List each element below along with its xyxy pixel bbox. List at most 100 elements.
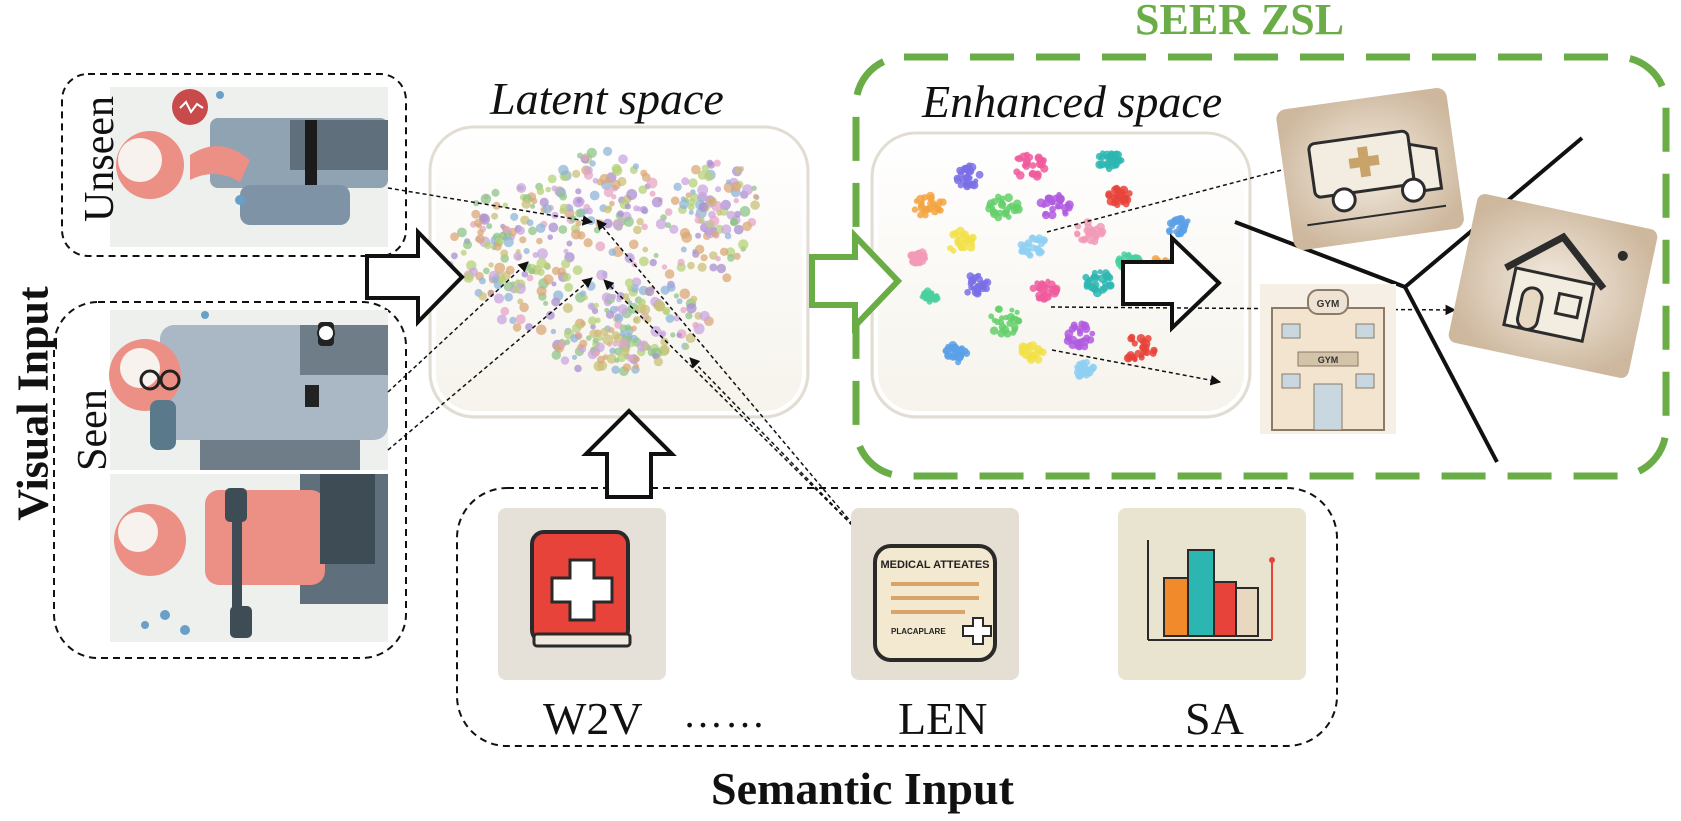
latent-point — [586, 216, 596, 226]
enhanced-point — [968, 284, 974, 291]
latent-point — [730, 217, 739, 226]
latent-point — [597, 355, 605, 364]
enhanced-point — [975, 170, 984, 179]
latent-point — [478, 292, 488, 301]
enhanced-point — [1029, 162, 1037, 169]
latent-point — [642, 246, 649, 253]
enhanced-point — [1013, 316, 1019, 321]
enhanced-point — [921, 252, 928, 259]
latent-point — [570, 334, 579, 343]
latent-point — [673, 293, 680, 299]
enhanced-point — [1035, 154, 1042, 161]
enhanced-point — [968, 180, 977, 189]
latent-point — [722, 273, 732, 283]
latent-point — [575, 209, 584, 218]
latent-point — [581, 154, 589, 162]
enhanced-point — [1042, 210, 1049, 217]
enhanced-point — [1097, 160, 1107, 169]
latent-point — [502, 202, 508, 208]
enhanced-point — [1077, 360, 1087, 370]
latent-point — [493, 243, 502, 251]
latent-point — [680, 306, 687, 314]
latent-point — [640, 206, 648, 214]
latent-point — [545, 186, 551, 193]
latent-point — [719, 247, 729, 256]
latent-point — [611, 331, 620, 340]
enhanced-point — [953, 174, 961, 182]
enhanced-point — [1003, 314, 1009, 321]
enhanced-point — [961, 347, 969, 355]
latent-point — [633, 225, 642, 235]
enhanced-point — [999, 315, 1005, 321]
enhanced-point — [1098, 230, 1106, 238]
medical-card-text: MEDICAL ATTEATES — [881, 559, 990, 571]
enhanced-point — [944, 353, 951, 359]
latent-point — [450, 232, 459, 242]
latent-point — [601, 292, 612, 303]
latent-point — [602, 218, 613, 229]
latent-point — [624, 278, 634, 288]
latent-point — [536, 187, 545, 196]
enhanced-point — [1096, 222, 1105, 232]
latent-point — [611, 365, 620, 374]
latent-point — [521, 270, 529, 278]
latent-point — [536, 237, 543, 245]
visual-input-label: Visual Input — [8, 286, 58, 521]
latent-point — [715, 186, 722, 193]
latent-point — [602, 334, 614, 346]
latent-point — [463, 272, 474, 283]
latent-point — [571, 323, 582, 333]
latent-point — [680, 246, 687, 253]
latent-point — [629, 341, 636, 347]
latent-point — [547, 174, 557, 184]
latent-point — [589, 190, 600, 201]
latent-point — [561, 259, 571, 269]
latent-point — [713, 159, 721, 167]
enhanced-point — [1029, 244, 1037, 252]
latent-point — [557, 267, 567, 277]
enhanced-point — [1125, 253, 1132, 260]
enhanced-point — [1037, 162, 1044, 169]
latent-point — [643, 343, 651, 351]
latent-point — [590, 323, 596, 330]
latent-point — [475, 234, 485, 244]
latent-point — [704, 171, 714, 182]
latent-point — [695, 244, 705, 254]
latent-point — [626, 189, 638, 200]
latent-point — [546, 310, 555, 320]
enhanced-point — [939, 198, 947, 206]
latent-to-enhanced-arrow — [809, 228, 903, 334]
enhanced-point — [1032, 351, 1039, 357]
latent-point — [660, 337, 669, 347]
latent-point — [587, 302, 596, 311]
latent-point — [629, 239, 639, 250]
latent-point — [649, 258, 657, 267]
enhanced-point — [1129, 353, 1137, 361]
latent-point — [526, 274, 534, 282]
latent-point — [687, 203, 695, 211]
latent-point — [614, 347, 622, 356]
latent-point — [600, 327, 609, 337]
latent-point — [539, 197, 549, 207]
enhanced-point — [997, 329, 1006, 338]
enhanced-point — [1131, 340, 1138, 347]
latent-point — [676, 298, 683, 305]
latent-point — [571, 354, 578, 360]
latent-point — [536, 324, 547, 336]
enhanced-point — [1075, 231, 1081, 237]
enhanced-point — [1078, 320, 1086, 328]
latent-point — [670, 196, 680, 205]
latent-point — [575, 188, 582, 195]
enhanced-point — [911, 206, 919, 213]
latent-point — [608, 327, 615, 334]
enhanced-point — [961, 231, 967, 237]
enhanced-point — [963, 164, 971, 172]
w2v-medical-book-icon — [498, 508, 666, 680]
latent-point — [709, 263, 718, 272]
enhanced-point — [1003, 329, 1012, 338]
enhanced-point — [1004, 193, 1013, 203]
latent-point — [664, 208, 673, 216]
latent-point — [690, 189, 696, 195]
enhanced-point — [1101, 269, 1110, 278]
